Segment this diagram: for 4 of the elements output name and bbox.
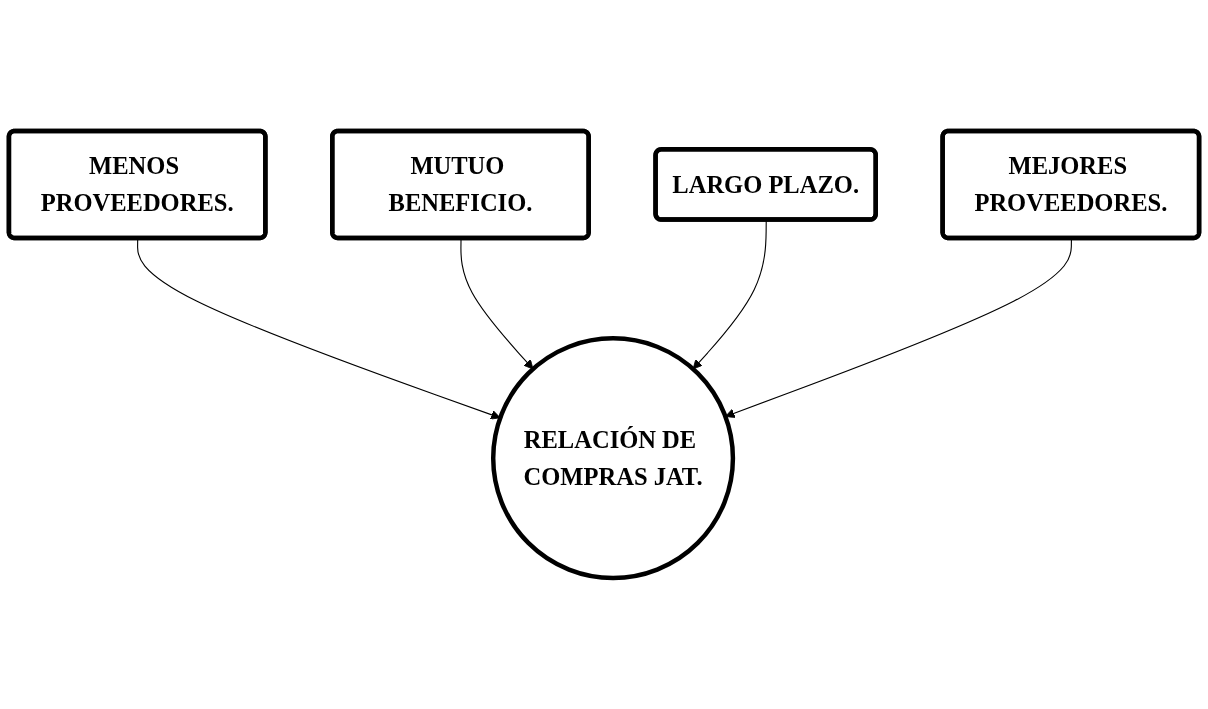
arrow bbox=[725, 238, 1072, 418]
arrow bbox=[460, 238, 534, 370]
node-circle: RELACIÓN DE COMPRAS JAT. bbox=[490, 336, 736, 581]
arrow bbox=[137, 238, 501, 420]
